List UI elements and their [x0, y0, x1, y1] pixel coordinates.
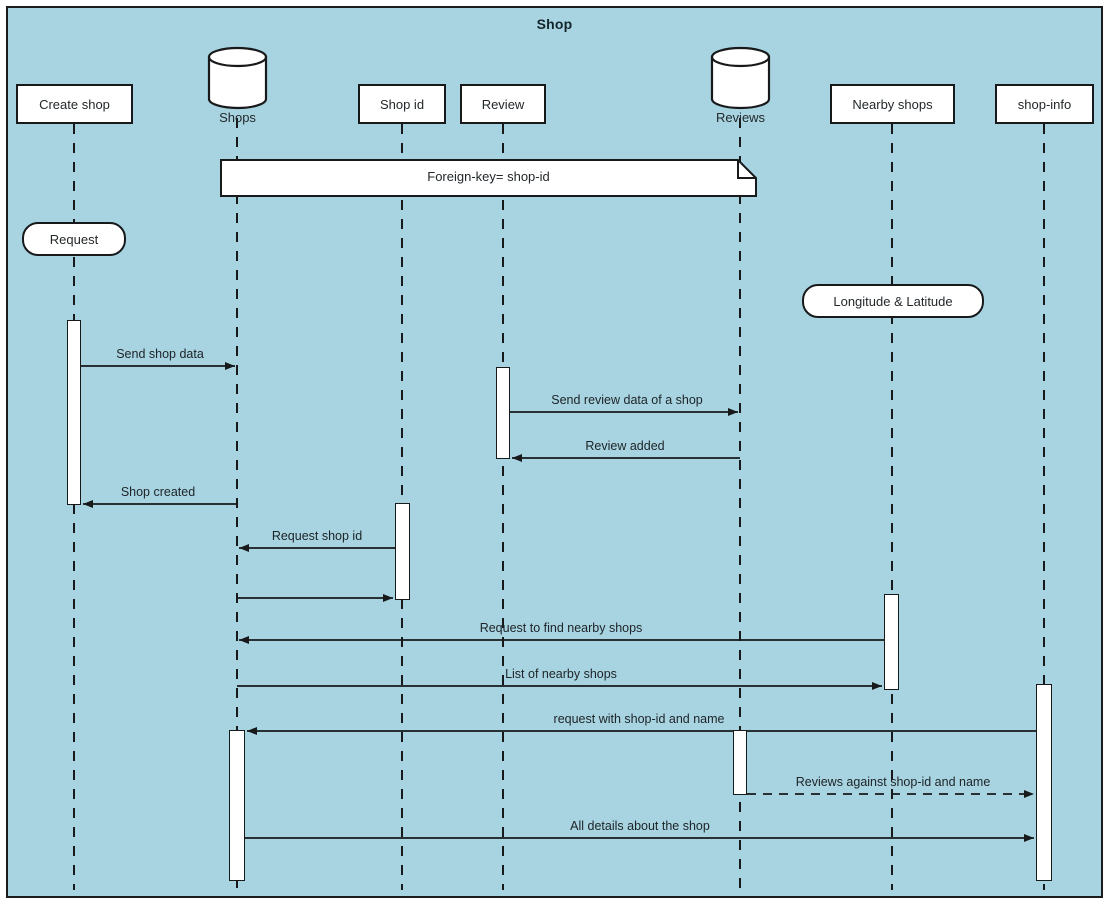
- participant-shop-info[interactable]: shop-info: [995, 84, 1094, 124]
- participant-label-shops: Shops: [219, 110, 256, 125]
- act-reviews[interactable]: [733, 730, 747, 795]
- act-shop-id[interactable]: [395, 503, 410, 600]
- message-label-m10: Reviews against shop-id and name: [795, 775, 991, 789]
- participant-label-review: Review: [481, 96, 525, 112]
- message-label-m7: Request to find nearby shops: [479, 621, 643, 635]
- message-label-m9: request with shop-id and name: [553, 712, 725, 726]
- participant-nearby-shops[interactable]: Nearby shops: [830, 84, 955, 124]
- request-oval[interactable]: Request: [22, 222, 126, 256]
- longlat-oval[interactable]: Longitude & Latitude: [802, 284, 984, 318]
- participant-create-shop[interactable]: Create shop: [16, 84, 133, 124]
- act-create-shop[interactable]: [67, 320, 81, 505]
- act-shops-bottom[interactable]: [229, 730, 245, 881]
- participant-label-reviews: Reviews: [715, 110, 766, 125]
- message-label-m8: List of nearby shops: [505, 667, 617, 681]
- act-shop-info[interactable]: [1036, 684, 1052, 881]
- message-label-m4: Shop created: [120, 485, 196, 499]
- oval-label: Longitude & Latitude: [833, 293, 953, 309]
- participant-label-shop-info: shop-info: [1017, 96, 1072, 112]
- act-nearby-shops[interactable]: [884, 594, 899, 690]
- oval-label: Request: [49, 231, 99, 247]
- message-label-m3: Review added: [585, 439, 665, 453]
- act-review[interactable]: [496, 367, 510, 459]
- participant-label-create-shop: Create shop: [39, 96, 110, 112]
- diagram-frame: [6, 6, 1103, 898]
- participant-label-nearby-shops: Nearby shops: [852, 96, 933, 112]
- message-label-m1: Send shop data: [116, 347, 204, 361]
- message-label-m5: Request shop id: [271, 529, 363, 543]
- participant-shop-id[interactable]: Shop id: [358, 84, 446, 124]
- diagram-title: Shop: [536, 16, 573, 32]
- participant-review[interactable]: Review: [460, 84, 546, 124]
- message-label-m11: All details about the shop: [570, 819, 710, 833]
- note-text-foreign-key-note: Foreign-key= shop-id: [427, 169, 550, 184]
- message-label-m2: Send review data of a shop: [551, 393, 703, 407]
- participant-label-shop-id: Shop id: [379, 96, 425, 112]
